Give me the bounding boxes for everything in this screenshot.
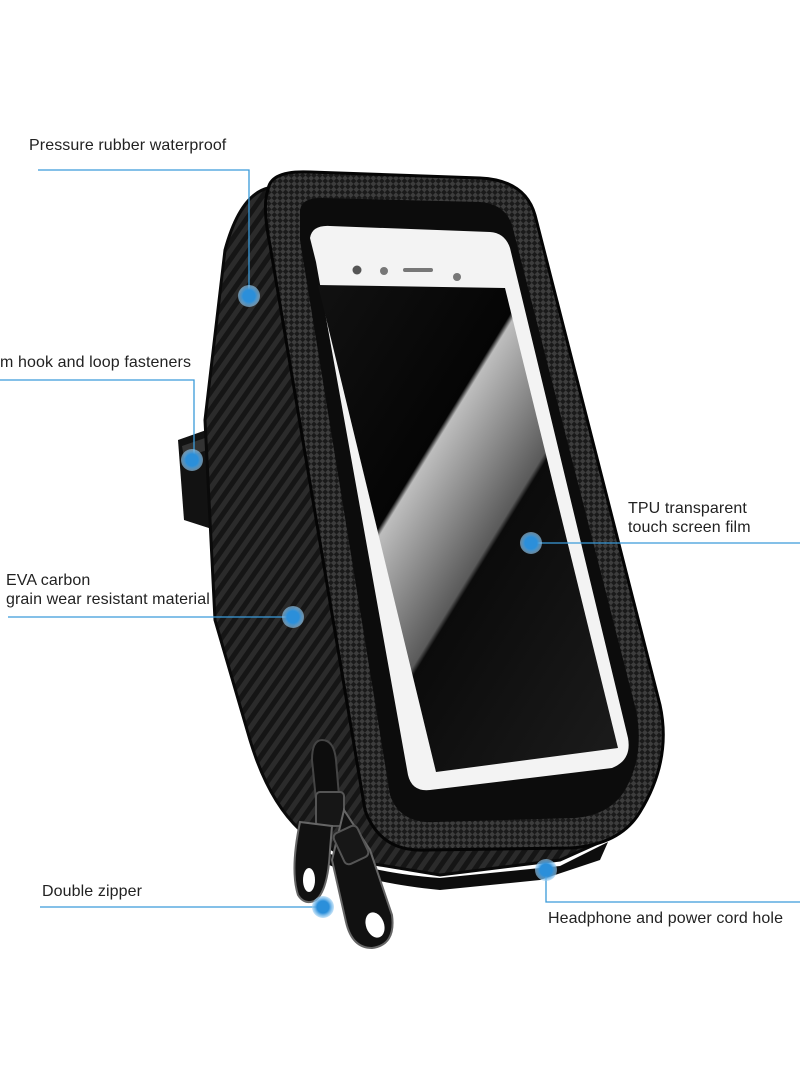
callout-label-headphone-hole: Headphone and power cord hole (548, 910, 784, 927)
callout-dot-pressure (238, 285, 260, 307)
callout-label-eva-carbon: EVA carbon grain wear resistant material (6, 572, 210, 608)
callout-line-pressure (38, 169, 250, 296)
callout-dot-tpu (520, 532, 542, 554)
callout-label-hook-loop: m hook and loop fasteners (0, 354, 192, 371)
phone-screen (310, 225, 629, 791)
callout-dot-headphone (535, 859, 557, 881)
callout-line-headphone (545, 870, 800, 903)
callout-label-tpu-film: TPU transparent touch screen film (628, 500, 751, 536)
callout-dot-eva (282, 606, 304, 628)
callout-dot-hook (181, 449, 203, 471)
callout-line-hook (0, 379, 195, 460)
callout-lines (0, 169, 800, 908)
callout-label-pressure-rubber: Pressure rubber waterproof (29, 137, 227, 154)
callout-dots (181, 285, 557, 918)
double-zipper (293, 738, 394, 950)
callout-dot-zipper (312, 896, 334, 918)
callout-label-double-zipper: Double zipper (42, 883, 143, 900)
